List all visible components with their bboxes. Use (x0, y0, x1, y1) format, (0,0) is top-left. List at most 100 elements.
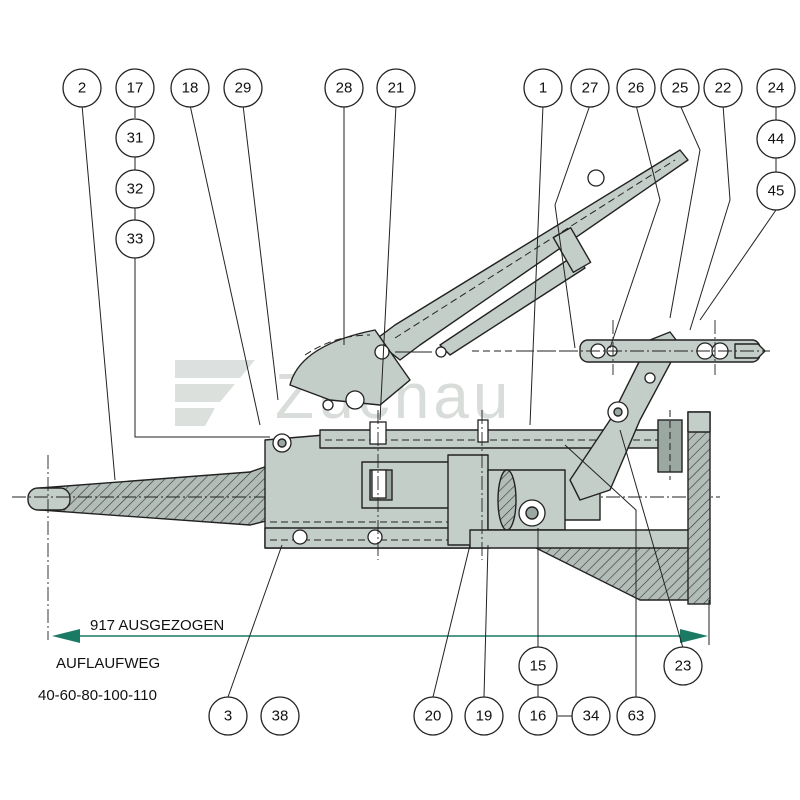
callout-32: 32 (115, 169, 155, 209)
callout-26: 26 (616, 68, 656, 108)
callout-label: 33 (127, 231, 144, 248)
watermark-logo (175, 360, 255, 426)
callout-22: 22 (703, 68, 743, 108)
callout-circle (115, 219, 155, 259)
callout-circle (518, 696, 558, 736)
callout-label: 2 (78, 80, 86, 97)
callout-31: 31 (115, 118, 155, 158)
lever-pivot-top (587, 169, 605, 187)
coupling-head (27, 487, 71, 511)
callout-circle (464, 696, 504, 736)
dimension-extended-length: 917 AUSGEZOGEN (52, 600, 710, 645)
callout-circle (518, 646, 558, 686)
gas-spring (439, 254, 586, 356)
bracket-frame (469, 529, 701, 549)
callout-circle (260, 696, 300, 736)
dimension-arrow-left (52, 629, 80, 643)
callout-circle (523, 68, 563, 108)
callout-17: 17 (115, 68, 155, 108)
brake-linkage (472, 320, 770, 501)
bracket-wedge (519, 539, 691, 601)
rail-bolt-2 (367, 529, 383, 545)
callout-label: 31 (127, 130, 144, 147)
callout-circle (756, 119, 796, 159)
callout-33: 33 (115, 219, 155, 259)
callout-label: 20 (425, 708, 442, 725)
callout-label: 32 (127, 181, 144, 198)
callout-2: 2 (62, 68, 102, 108)
callout-label: 15 (530, 658, 547, 675)
callout-circle (756, 171, 796, 211)
callout-label: 23 (675, 658, 692, 675)
callout-circle (616, 68, 656, 108)
callout-45: 45 (756, 171, 796, 211)
callout-29: 29 (223, 68, 263, 108)
lever-pivot (345, 390, 365, 410)
mounting-flange (687, 411, 711, 433)
ring-seal (497, 469, 517, 531)
callout-label: 38 (272, 708, 289, 725)
callout-label: 29 (235, 80, 252, 97)
callout-circle (208, 696, 248, 736)
callout-label: 22 (715, 80, 732, 97)
callout-label: 26 (628, 80, 645, 97)
callout-circle (170, 68, 210, 108)
callout-circle (756, 68, 796, 108)
callout-circle (115, 118, 155, 158)
callout-label: 1 (539, 80, 547, 97)
housing (264, 429, 681, 549)
callout-28: 28 (324, 68, 364, 108)
callout-label: 63 (628, 708, 645, 725)
mounting-plate (687, 411, 711, 605)
callout-63: 63 (616, 696, 656, 736)
callout-20: 20 (413, 696, 453, 736)
callout-circle (660, 68, 700, 108)
callout-label: 19 (476, 708, 493, 725)
sector-pivot (374, 344, 390, 360)
dimension-arrow-right (680, 629, 708, 643)
callout-23: 23 (663, 646, 703, 686)
travel-notes: AUFLAUFWEG 40-60-80-100-110 (38, 655, 160, 704)
handbrake-lever (289, 149, 689, 411)
callout-16: 16 (518, 696, 558, 736)
callout-24: 24 (756, 68, 796, 108)
lever-arm (374, 149, 689, 361)
callout-21: 21 (376, 68, 416, 108)
leader-lines (81, 104, 777, 717)
callout-label: 27 (582, 80, 599, 97)
fasteners (272, 410, 489, 560)
callout-label: 3 (224, 708, 232, 725)
callout-label: 17 (127, 80, 144, 97)
callout-label: 34 (583, 708, 600, 725)
callout-circle (413, 696, 453, 736)
callout-label: 18 (182, 80, 199, 97)
callout-27: 27 (570, 68, 610, 108)
callout-circle (571, 696, 611, 736)
callout-circle (376, 68, 416, 108)
callout-1: 1 (523, 68, 563, 108)
callout-34: 34 (571, 696, 611, 736)
callout-label: 44 (768, 131, 785, 148)
rear-bracket (469, 410, 711, 605)
travel-values: 40-60-80-100-110 (38, 687, 157, 704)
dimension-label: 917 AUSGEZOGEN (90, 617, 224, 634)
callout-3: 3 (208, 696, 248, 736)
callout-18: 18 (170, 68, 210, 108)
callout-circle (663, 646, 703, 686)
gas-spring-link (552, 226, 592, 274)
callout-label: 24 (768, 80, 785, 97)
callout-19: 19 (464, 696, 504, 736)
rail-bolt-1 (292, 529, 308, 545)
callout-38: 38 (260, 696, 300, 736)
callout-44: 44 (756, 119, 796, 159)
callout-circle (223, 68, 263, 108)
callout-circle (324, 68, 364, 108)
callout-circle (115, 68, 155, 108)
callout-circle (62, 68, 102, 108)
callout-15: 15 (518, 646, 558, 686)
callout-circle (703, 68, 743, 108)
callout-circle (616, 696, 656, 736)
callout-circle (115, 169, 155, 209)
